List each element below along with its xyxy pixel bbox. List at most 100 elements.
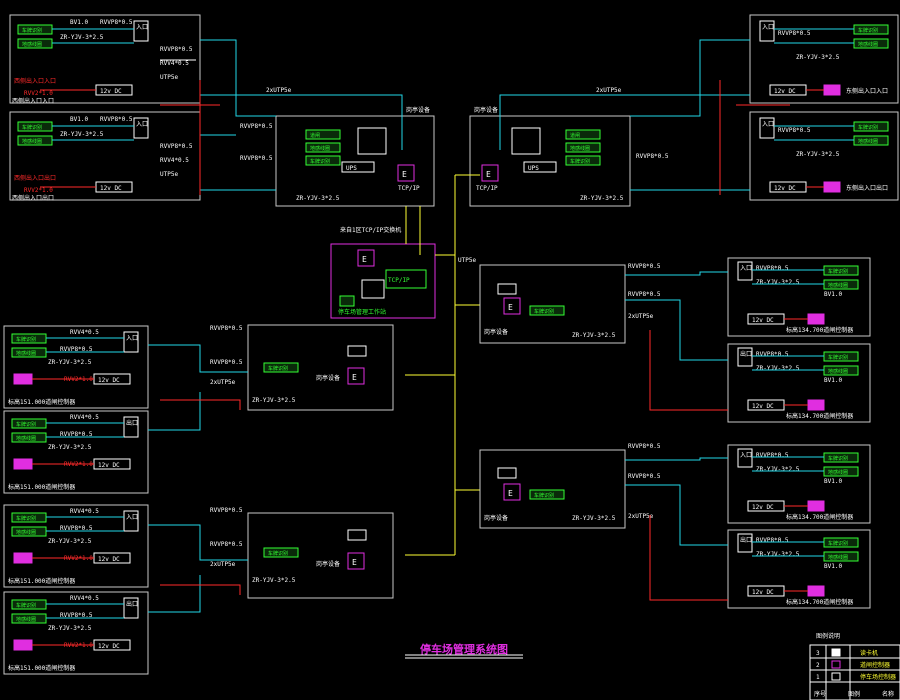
panel-label: 东侧出入口出口 xyxy=(846,184,888,192)
legend-footer: 序号 xyxy=(814,690,826,698)
cable-label: ZR-YJV-3*2.5 xyxy=(48,359,92,366)
network-device-label: TCP/IP xyxy=(388,277,410,284)
lane-label: 入口 xyxy=(740,265,752,272)
power-box xyxy=(807,500,825,512)
power-box xyxy=(807,585,825,597)
guard-label: 岗亭设备 xyxy=(406,106,430,114)
east-lane-panel xyxy=(749,14,899,104)
guard-device xyxy=(263,547,299,558)
device-label: 道闸 xyxy=(570,132,580,139)
controller-mark: E xyxy=(402,170,407,179)
cable-label: RVVP8*0.5 xyxy=(60,525,93,532)
device-label: 地感线圈 xyxy=(310,145,330,152)
center-note: 来自1区TCP/IP交换机 xyxy=(340,226,401,234)
power-box xyxy=(823,181,841,193)
cable-label-red: RVV2*1.0 xyxy=(24,90,53,97)
wire-cyan xyxy=(625,484,728,546)
lane-label: 入口 xyxy=(762,121,774,128)
wire-cyan xyxy=(625,299,728,361)
cable-label: RVVP8*0.5 xyxy=(628,291,661,298)
power-box xyxy=(807,399,825,411)
lane-left-3 xyxy=(3,504,149,588)
wire-cyan xyxy=(499,94,750,150)
wire-red xyxy=(160,399,241,410)
level-label: 标高134.700道闸控制器 xyxy=(786,412,853,420)
device-label: 车牌识别 xyxy=(534,492,554,499)
dc-label: 12v DC xyxy=(752,589,774,596)
guard-device xyxy=(263,362,299,373)
lane-label: 入口 xyxy=(740,452,752,459)
level-label: 标高151.000道闸控制器 xyxy=(8,483,75,491)
power-box xyxy=(13,458,33,470)
controller-west xyxy=(397,164,415,182)
level-label: 标高134.700道闸控制器 xyxy=(786,598,853,606)
device-label: 地感线圈 xyxy=(16,435,36,442)
cable-label: ZR-YJV-3*2.5 xyxy=(756,365,800,372)
device-label: 车牌识别 xyxy=(828,540,848,547)
gate-box xyxy=(123,510,139,532)
cable-label: RVV4*0.5 xyxy=(160,157,189,164)
workstation-box xyxy=(357,127,387,155)
dc-label: 12v DC xyxy=(752,317,774,324)
panel-label: 西侧出入口出口 xyxy=(14,174,56,182)
legend-row-symbol xyxy=(831,648,841,657)
level-label: 标高151.000道闸控制器 xyxy=(8,664,75,672)
cable-label: UTP5e xyxy=(160,74,178,81)
guard-right-2 xyxy=(479,449,626,529)
wire-cyan xyxy=(148,392,201,431)
level-label: 标高134.700道闸控制器 xyxy=(786,326,853,334)
network-device xyxy=(385,269,427,289)
guard-label: 岗亭设备 xyxy=(474,106,498,114)
lane-left-2 xyxy=(3,410,149,494)
gate-box xyxy=(737,347,753,367)
cable-label: RVVP8*0.5 xyxy=(628,473,661,480)
west-lane-panel xyxy=(9,14,201,104)
device-label: 地感线圈 xyxy=(828,554,848,561)
legend-row-symbol xyxy=(831,672,841,681)
controller-mark: E xyxy=(362,255,367,264)
cable-label: RVVP8*0.5 xyxy=(628,443,661,450)
cable-label: RVVP8*0.5 xyxy=(756,351,789,358)
lane-label: 出口 xyxy=(126,419,138,427)
level-label: 标高151.000道闸控制器 xyxy=(8,398,75,406)
device-label: 地感线圈 xyxy=(16,529,36,536)
cable-label: ZR-YJV-3*2.5 xyxy=(48,625,92,632)
cable-label: ZR-YJV-3*2.5 xyxy=(252,577,296,584)
dc-label: 12v DC xyxy=(774,88,796,95)
cable-label: BV1.0 xyxy=(824,377,842,384)
cable-label: RVVP8*0.5 xyxy=(160,46,193,53)
gate-box xyxy=(737,448,753,468)
device-label: 车牌识别 xyxy=(858,124,878,131)
cable-label: ZR-YJV-3*2.5 xyxy=(296,195,340,202)
switch-label: TCP/IP xyxy=(398,185,420,192)
monitor-box xyxy=(361,279,385,299)
guard-right-1 xyxy=(479,264,626,344)
dc-label: 12v DC xyxy=(98,643,120,650)
device-label: 车牌识别 xyxy=(858,27,878,34)
cable-label: RVVP8*0.5 xyxy=(160,143,193,150)
legend-row-no: 2 xyxy=(816,662,820,669)
guard-label: 岗亭设备 xyxy=(484,328,508,336)
guard-east-box xyxy=(469,115,631,207)
wire-cyan xyxy=(630,39,750,117)
cable-label: BV1.0 xyxy=(824,563,842,570)
lane-label: 入口 xyxy=(762,24,774,31)
cable-label: RVV4*0.5 xyxy=(70,414,99,421)
network-box xyxy=(330,243,436,319)
cable-label: 2xUTP5e xyxy=(210,379,236,386)
device-label: 地感线圈 xyxy=(828,469,848,476)
guard-west-box xyxy=(275,115,435,207)
gate-box xyxy=(123,416,139,438)
cable-label: ZR-YJV-3*2.5 xyxy=(756,466,800,473)
level-label: 标高151.000道闸控制器 xyxy=(8,577,75,585)
lane-right-1 xyxy=(727,257,871,337)
gate-box xyxy=(759,117,775,139)
dc-label: 12v DC xyxy=(98,377,120,384)
cable-label: ZR-YJV-3*2.5 xyxy=(48,538,92,545)
guard-device xyxy=(565,142,601,153)
power-box xyxy=(823,84,841,96)
power-box xyxy=(13,639,33,651)
device-label: 地感线圈 xyxy=(22,138,42,145)
lane-left-4 xyxy=(3,591,149,675)
panel-title: 西侧出入口出口 xyxy=(12,194,54,202)
